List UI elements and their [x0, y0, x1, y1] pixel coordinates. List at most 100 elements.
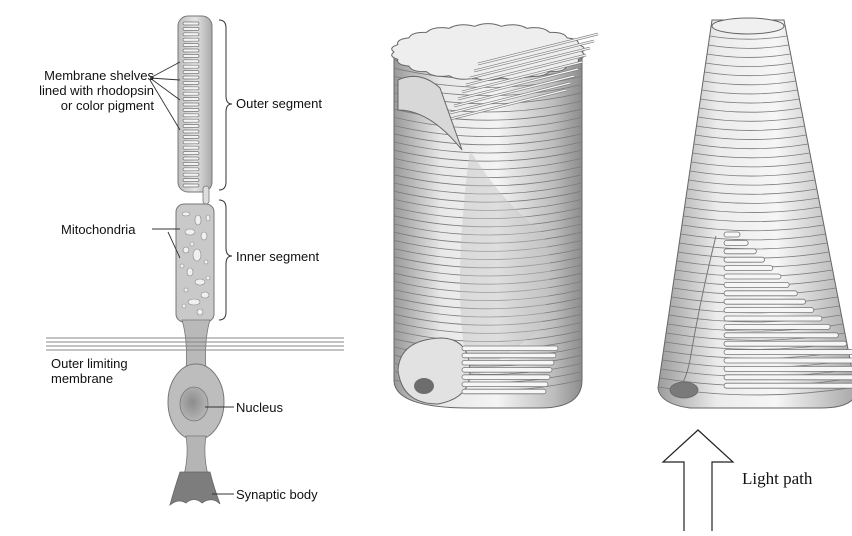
- rod-shelf: [183, 22, 199, 25]
- mitochondrion: [190, 242, 194, 246]
- rod-shelf: [183, 71, 199, 74]
- rod-axon: [184, 436, 208, 475]
- cone-plate: [724, 240, 748, 245]
- outer-limiting-membrane-line-1: Outer limiting: [51, 356, 128, 371]
- cone-plate: [724, 274, 781, 279]
- cylinder-top-disc: [392, 24, 585, 81]
- mitochondrion: [197, 309, 203, 315]
- rod-shelf: [183, 119, 199, 122]
- rod-shelf: [183, 146, 199, 149]
- rod-shelf: [183, 114, 199, 117]
- cone-plate: [724, 350, 852, 355]
- rod-disc-cylinder-illustration: [392, 24, 598, 408]
- rod-shelf: [183, 173, 199, 176]
- rod-shelf: [183, 98, 199, 101]
- cone-plate: [724, 333, 838, 338]
- cylinder-bottom-plate: [462, 389, 546, 394]
- rod-shelf: [183, 184, 199, 187]
- cylinder-bottom-plate: [462, 368, 552, 373]
- cone-plate: [724, 366, 852, 371]
- mitochondrion: [184, 288, 188, 292]
- inner-segment-label: Inner segment: [236, 249, 319, 264]
- mitochondrion: [206, 215, 210, 221]
- rod-shelf: [183, 81, 199, 84]
- rod-membrane-shelves: [183, 22, 199, 187]
- inner-segment-brace: [219, 200, 232, 320]
- nucleus-label: Nucleus: [236, 400, 283, 415]
- cone-plate: [724, 324, 830, 329]
- mitochondrion: [187, 268, 193, 276]
- cylinder-bottom-plate: [462, 353, 556, 358]
- rod-shelf: [183, 76, 199, 79]
- cone-plate: [724, 282, 789, 287]
- cone-plate: [724, 232, 740, 237]
- rod-shelf: [183, 27, 199, 30]
- rod-shelf: [183, 125, 199, 128]
- rod-stalk: [182, 320, 210, 370]
- cone-plate: [724, 299, 806, 304]
- cone-plate: [724, 341, 847, 346]
- cylinder-bottom-opening: [398, 338, 470, 404]
- rod-shelf: [183, 65, 199, 68]
- mitochondrion: [182, 304, 186, 308]
- rod-shelf: [183, 135, 199, 138]
- light-path-label: Light path: [742, 471, 812, 486]
- rod-shelf: [183, 130, 199, 133]
- membrane-shelves-label: Membrane shelves lined with rhodopsin or…: [39, 68, 154, 113]
- mitochondrion: [188, 299, 200, 305]
- mitochondrion: [180, 264, 184, 268]
- rod-synaptic-body: [170, 472, 220, 505]
- mitochondrion: [195, 279, 205, 285]
- cylinder-bottom-plates: [462, 346, 558, 394]
- cone-plate: [724, 266, 773, 271]
- cone-plate: [724, 291, 797, 296]
- mitochondrion: [185, 229, 195, 235]
- cylinder-bottom-plate: [462, 382, 548, 387]
- membrane-shelves-line-1: Membrane shelves: [39, 68, 154, 83]
- cylinder-bottom-plate: [462, 346, 558, 351]
- mitochondrion: [201, 232, 207, 240]
- cylinder-bottom-plate: [462, 375, 550, 380]
- cone-plate: [724, 358, 852, 363]
- cone-plate: [724, 249, 756, 254]
- cone-plate: [724, 308, 814, 313]
- rod-shelf: [183, 38, 199, 41]
- light-path-arrow: [663, 430, 733, 531]
- mitochondrion: [204, 260, 208, 264]
- cylinder-bottom-plate: [462, 360, 554, 365]
- rod-shelf: [183, 87, 199, 90]
- rod-shelf: [183, 179, 199, 182]
- cone-plate: [724, 257, 765, 262]
- mitochondrion: [195, 215, 201, 225]
- cone-plate: [724, 375, 852, 380]
- cone-bottom-hole: [670, 382, 698, 398]
- outer-limiting-membrane-label: Outer limiting membrane: [51, 356, 128, 386]
- rod-shelf: [183, 92, 199, 95]
- membrane-shelves-line-3: or color pigment: [39, 98, 154, 113]
- rod-shelf: [183, 33, 199, 36]
- mitochondrion: [201, 292, 209, 298]
- outer-segment-label: Outer segment: [236, 96, 322, 111]
- cone-disc-illustration: [658, 18, 852, 408]
- rod-shelf: [183, 152, 199, 155]
- mitochondrion: [182, 212, 190, 216]
- outer-limiting-membrane-line-2: membrane: [51, 371, 128, 386]
- rod-shelf: [183, 168, 199, 171]
- rod-shelf: [183, 49, 199, 52]
- rod-cilium: [203, 186, 209, 204]
- outer-segment-brace: [219, 20, 232, 190]
- rod-shelf: [183, 44, 199, 47]
- cone-plate: [724, 383, 852, 388]
- rod-nucleus: [180, 387, 208, 421]
- mitochondrion: [193, 249, 201, 261]
- mitochondria-label: Mitochondria: [61, 222, 135, 237]
- rod-shelf: [183, 157, 199, 160]
- rod-shelf: [183, 54, 199, 57]
- rod-shelf: [183, 103, 199, 106]
- cone-plate: [724, 316, 822, 321]
- cone-top-disc: [712, 18, 784, 34]
- mitochondrion: [183, 247, 189, 253]
- cylinder-bottom-hole: [414, 378, 434, 394]
- membrane-shelves-line-2: lined with rhodopsin: [39, 83, 154, 98]
